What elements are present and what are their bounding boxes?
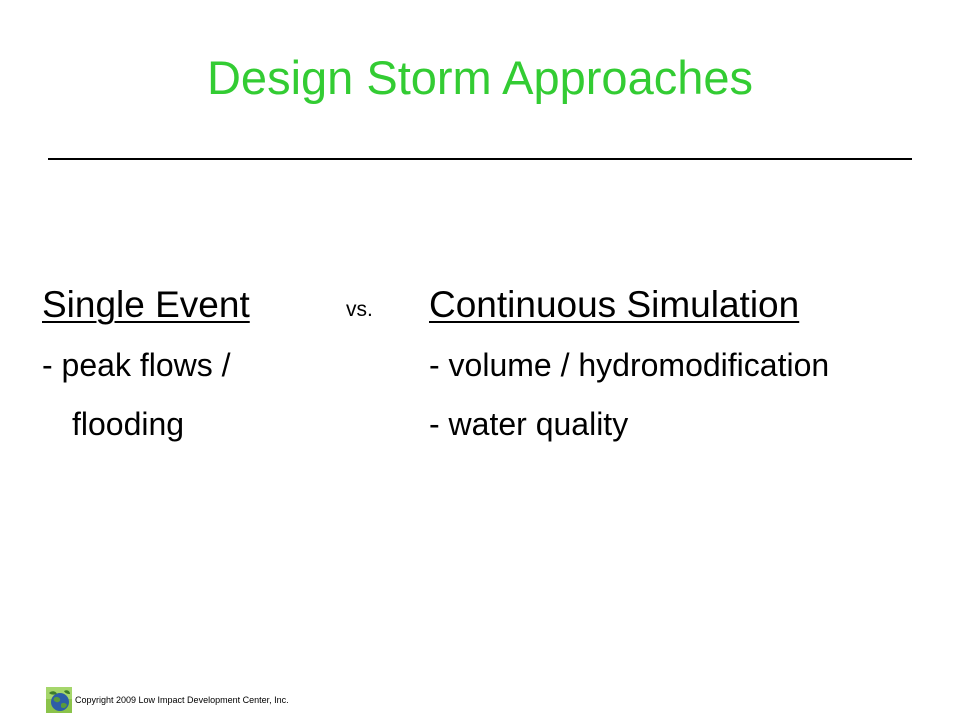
globe-logo-icon	[46, 687, 72, 713]
copyright-text: Copyright 2009 Low Impact Development Ce…	[75, 695, 289, 705]
single-event-line-1: - peak flows /	[42, 347, 231, 383]
title-divider	[48, 158, 912, 160]
footer: Copyright 2009 Low Impact Development Ce…	[46, 686, 289, 714]
single-event-line-2: flooding	[72, 406, 185, 442]
continuous-simulation-line-2: - water quality	[429, 406, 629, 442]
single-event-heading: Single Event	[42, 284, 250, 325]
vs-label: vs.	[346, 298, 373, 321]
continuous-simulation-line-1: - volume / hydromodification	[429, 347, 830, 383]
continuous-simulation-heading: Continuous Simulation	[429, 284, 800, 325]
slide-title: Design Storm Approaches	[206, 51, 753, 104]
